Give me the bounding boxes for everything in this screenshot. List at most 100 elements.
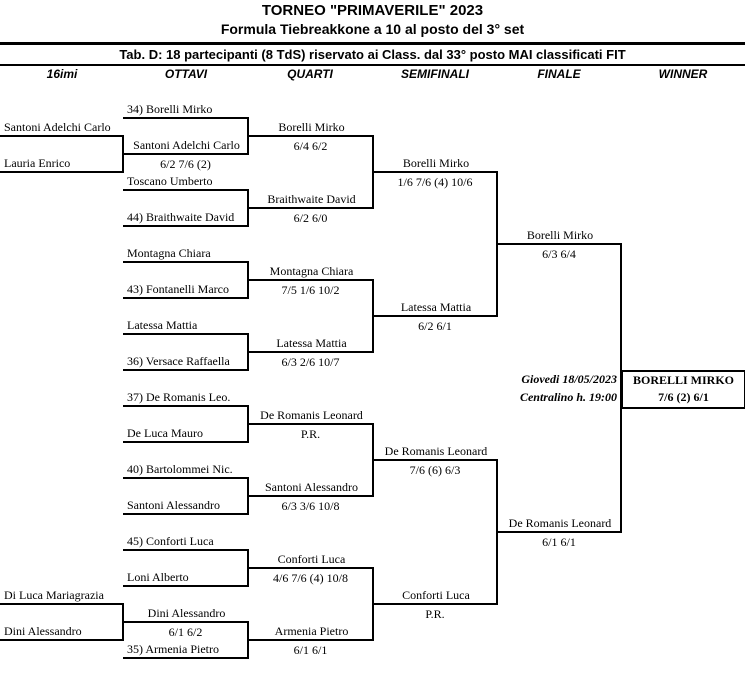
ottavi-line <box>123 585 249 587</box>
finale-match-score: 6/1 6/1 <box>542 535 576 549</box>
ottavi-player-name: 36) Versace Raffaella <box>127 354 230 368</box>
quarti-line <box>248 351 374 353</box>
semifinali-match-score: 1/6 7/6 (4) 10/6 <box>397 175 473 189</box>
semifinali-line <box>373 603 498 605</box>
ottavi-player-name: 44) Braithwaite David <box>127 210 235 224</box>
ottavi-line <box>123 153 249 155</box>
ottavi-match-score: 6/1 6/2 <box>168 625 203 639</box>
page-subtitle: Formula Tiebreakkone a 10 al posto del 3… <box>220 21 525 37</box>
quarti-match-score: 6/3 3/6 10/8 <box>281 499 340 513</box>
final-venue: Centralino h. 19:00 <box>519 390 617 404</box>
winner-name: BORELLI MIRKO <box>632 373 734 387</box>
ottavi-player-name: 34) Borelli Mirko <box>127 102 213 116</box>
quarti-player-name: De Romanis Leonard <box>260 408 363 422</box>
semifinali-line <box>373 171 498 173</box>
quarti-match-score: 6/4 6/2 <box>293 139 328 153</box>
ottavi-line <box>123 117 249 119</box>
semifinali-line <box>373 315 498 317</box>
ottavi-player-name: 35) Armenia Pietro <box>127 642 219 656</box>
ottavi-player-name: Loni Alberto <box>127 570 189 584</box>
quarti-match-score: P.R. <box>300 427 321 441</box>
semifinali-player-name: Conforti Luca <box>402 588 470 602</box>
ottavi-line <box>123 297 249 299</box>
quarti-line <box>248 135 374 137</box>
quarti-player-name: Santoni Alessandro <box>265 480 358 494</box>
semifinali-line <box>373 459 498 461</box>
quarti-line <box>248 567 374 569</box>
ottavi-player-name: Santoni Alessandro <box>127 498 220 512</box>
quarti-player-name: Montagna Chiara <box>269 264 354 278</box>
ottavi-line <box>123 549 249 551</box>
column-header-semifinali: SEMIFINALI <box>401 67 469 81</box>
semifinali-player-name: Latessa Mattia <box>400 300 472 314</box>
quarti-player-name: Armenia Pietro <box>274 624 349 638</box>
ottavi-player-name: 40) Bartolommei Nic. <box>127 462 233 476</box>
ottavi-player-name: Dini Alessandro <box>147 606 226 620</box>
quarti-match-score: 6/1 6/1 <box>293 643 328 657</box>
sedicesimi-player-name: Lauria Enrico <box>4 156 71 170</box>
finale-player-name: De Romanis Leonard <box>508 516 612 530</box>
ottavi-player-name: 45) Conforti Luca <box>127 534 214 548</box>
ottavi-player-name: Santoni Adelchi Carlo <box>133 138 240 152</box>
ottavi-line <box>123 441 249 443</box>
quarti-player-name: Braithwaite David <box>267 192 356 206</box>
ottavi-line <box>123 621 249 623</box>
quarti-line <box>248 639 374 641</box>
final-date: Giovedi 18/05/2023 <box>521 372 617 386</box>
header-divider <box>0 64 745 66</box>
header-divider <box>0 42 745 45</box>
finale-line <box>497 531 622 533</box>
quarti-line <box>248 495 374 497</box>
ottavi-line <box>123 369 249 371</box>
sedicesimi-player-name: Dini Alessandro <box>4 624 82 638</box>
ottavi-player-name: De Luca Mauro <box>127 426 203 440</box>
winner-score: 7/6 (2) 6/1 <box>658 390 709 404</box>
column-header-ottavi: OTTAVI <box>164 67 208 81</box>
ottavi-line <box>123 225 249 227</box>
quarti-player-name: Latessa Mattia <box>276 336 347 350</box>
quarti-match-score: 6/2 6/0 <box>293 211 328 225</box>
quarti-line <box>248 207 374 209</box>
ottavi-line <box>123 189 249 191</box>
quarti-match-score: 6/3 2/6 10/7 <box>281 355 340 369</box>
semifinali-match-score: 6/2 6/1 <box>418 319 452 333</box>
ottavi-player-name: 43) Fontanelli Marco <box>127 282 229 296</box>
quarti-match-score: 4/6 7/6 (4) 10/8 <box>273 571 348 585</box>
ottavi-line <box>123 657 249 659</box>
page-title: TORNEO "PRIMAVERILE" 2023 <box>261 2 484 19</box>
ottavi-line <box>123 477 249 479</box>
quarti-player-name: Conforti Luca <box>277 552 346 566</box>
table-info: Tab. D: 18 partecipanti (8 TdS) riservat… <box>119 47 626 62</box>
sedicesimi-player-name: Santoni Adelchi Carlo <box>4 120 111 134</box>
sedicesimi-line <box>0 603 124 605</box>
semifinali-player-name: De Romanis Leonard <box>384 444 488 458</box>
quarti-player-name: Borelli Mirko <box>278 120 345 134</box>
ottavi-line <box>123 261 249 263</box>
sedicesimi-player-name: Di Luca Mariagrazia <box>4 588 104 602</box>
quarti-match-score: 7/5 1/6 10/2 <box>281 283 340 297</box>
finale-line <box>497 243 622 245</box>
ottavi-line <box>123 405 249 407</box>
ottavi-player-name: 37) De Romanis Leo. <box>127 390 231 404</box>
sedicesimi-line <box>0 639 124 641</box>
ottavi-line <box>123 333 249 335</box>
ottavi-player-name: Montagna Chiara <box>127 246 211 260</box>
finale-match-score: 6/3 6/4 <box>542 247 576 261</box>
ottavi-player-name: Latessa Mattia <box>127 318 198 332</box>
ottavi-line <box>123 513 249 515</box>
semifinali-player-name: Borelli Mirko <box>402 156 470 170</box>
ottavi-player-name: Toscano Umberto <box>127 174 213 188</box>
ottavi-match-score: 6/2 7/6 (2) <box>160 157 211 171</box>
finale-player-name: Borelli Mirko <box>526 228 594 242</box>
quarti-line <box>248 279 374 281</box>
sedicesimi-line <box>0 171 124 173</box>
semifinali-match-score: 7/6 (6) 6/3 <box>409 463 461 477</box>
quarti-line <box>248 423 374 425</box>
column-header-winner: WINNER <box>658 67 708 81</box>
winner-box: BORELLI MIRKO 7/6 (2) 6/1 <box>621 370 745 409</box>
sedicesimi-line <box>0 135 124 137</box>
semifinali-match-score: P.R. <box>425 607 445 621</box>
column-header-finale: FINALE <box>537 67 581 81</box>
column-header-quarti: QUARTI <box>287 67 333 81</box>
